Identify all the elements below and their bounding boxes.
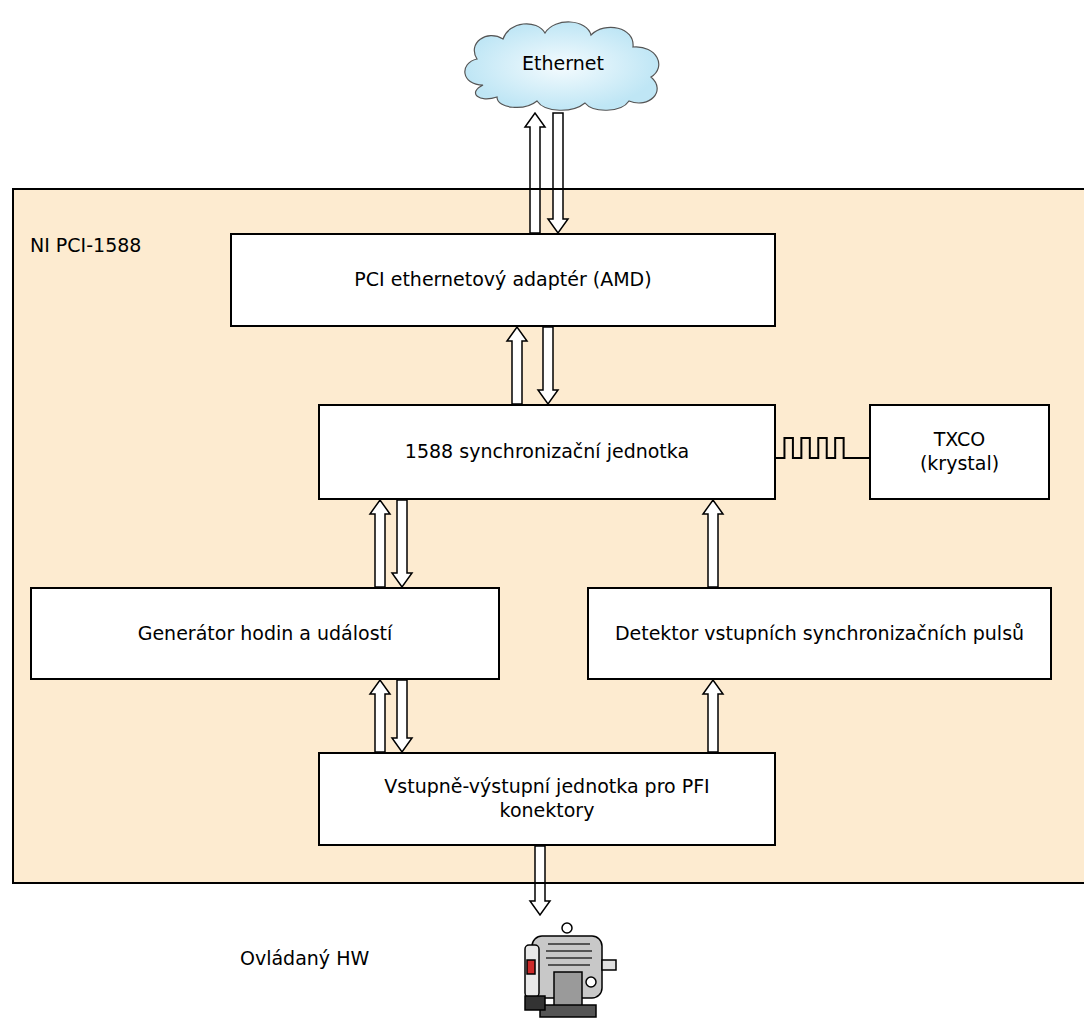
block-arrow [703, 500, 723, 587]
node-label: Detektor vstupních synchronizačních puls… [615, 622, 1024, 646]
node-label: TXCO (krystal) [905, 428, 1015, 476]
board-panel: NI PCI-1588PCI ethernetový adaptér (AMD)… [12, 188, 1084, 884]
cloud-outline [465, 22, 659, 110]
clock-signal-line [776, 438, 869, 458]
block-arrow [370, 500, 390, 587]
block-arrow [507, 327, 527, 404]
process-box: Generátor hodin a událostí [30, 587, 500, 680]
node-label: 1588 synchronizační jednotka [405, 440, 689, 464]
node-label: Generátor hodin a událostí [138, 622, 393, 646]
board-title: NI PCI-1588 [30, 234, 141, 258]
node-label: Ovládaný HW [240, 947, 369, 971]
node-label: PCI ethernetový adaptér (AMD) [354, 268, 651, 292]
process-box: Vstupně-výstupní jednotka pro PFI konekt… [318, 752, 776, 846]
node-label: Ethernet [522, 52, 604, 76]
node-label: Vstupně-výstupní jednotka pro PFI konekt… [334, 775, 760, 823]
board-fill [12, 188, 1084, 884]
block-arrow [538, 327, 558, 404]
hardware-node: Ovládaný HW [230, 915, 620, 1021]
process-box: Detektor vstupních synchronizačních puls… [587, 587, 1052, 680]
block-arrow [548, 113, 568, 233]
block-arrow [392, 680, 412, 752]
process-box: 1588 synchronizační jednotka [318, 404, 776, 500]
block-arrow [370, 680, 390, 752]
cloud-node: Ethernet [453, 15, 673, 113]
process-box: PCI ethernetový adaptér (AMD) [230, 233, 776, 327]
block-arrow [703, 680, 723, 752]
motor-illustration [525, 923, 616, 1017]
block-arrow [530, 846, 550, 915]
block-arrow [392, 500, 412, 587]
process-box: TXCO (krystal) [869, 404, 1050, 500]
block-arrow [525, 113, 545, 233]
